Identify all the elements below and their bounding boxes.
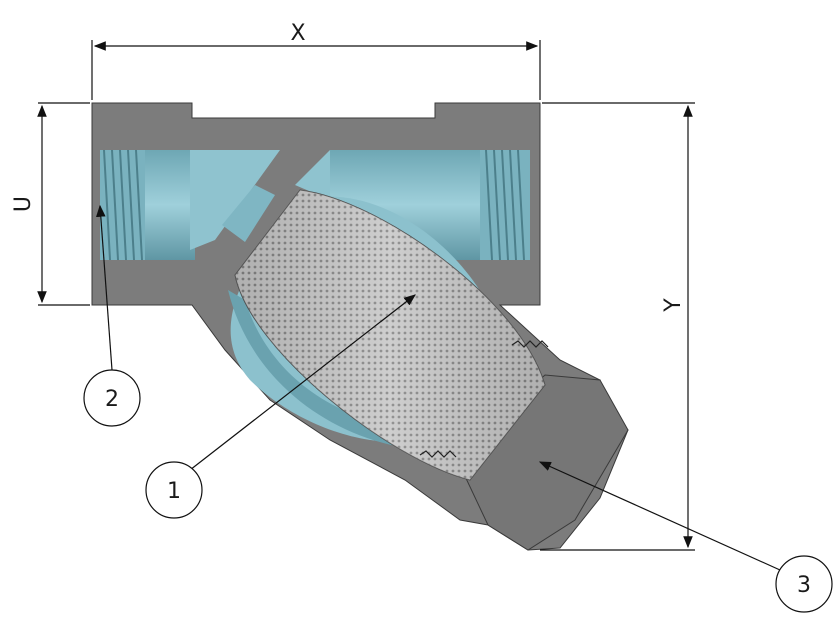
dimension-y-label: Y: [661, 298, 686, 313]
balloon-2: 2: [83, 204, 141, 427]
left-thread: [100, 149, 145, 261]
dimension-x-label: X: [290, 21, 305, 46]
right-thread: [480, 149, 530, 261]
dimension-x: X: [91, 21, 541, 100]
balloon-1-number: 1: [167, 479, 181, 504]
filter-screen: [234, 189, 549, 481]
dimension-y: Y: [540, 102, 695, 551]
balloon-3: 3: [538, 461, 833, 613]
balloon-2-number: 2: [105, 387, 119, 412]
balloon-3-number: 3: [797, 573, 811, 598]
dimension-u-label: U: [11, 196, 36, 212]
balloon-1: 1: [145, 294, 416, 519]
dimension-u: U: [11, 102, 90, 306]
